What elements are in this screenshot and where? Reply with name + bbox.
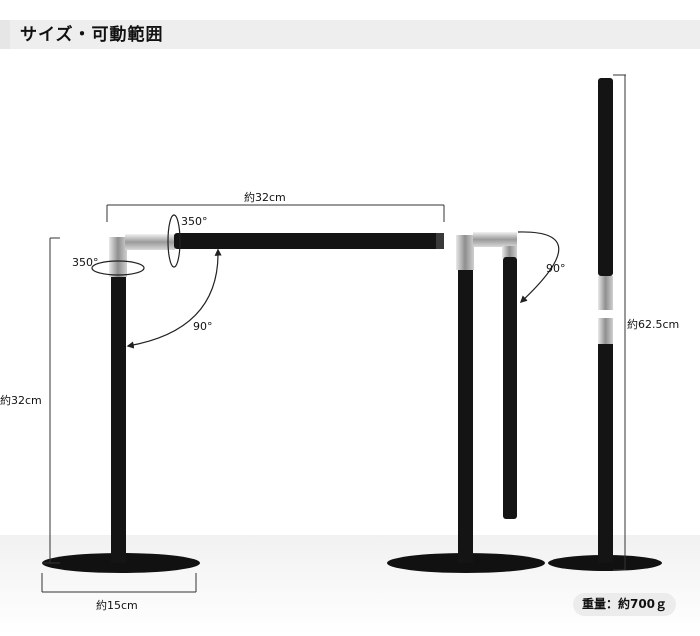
weight-badge: 重量：約700ｇ <box>573 593 676 616</box>
section-header-band <box>0 20 700 49</box>
base-rotation-label: 350° <box>72 256 99 269</box>
side-tilt-label: 90° <box>546 262 566 275</box>
lamp3-pole-lower <box>598 342 613 563</box>
lamp1-arm <box>174 233 444 249</box>
lamp3-mid-joint <box>598 276 613 310</box>
lamp3-lower-joint <box>598 318 613 344</box>
height-label: 約32cm <box>0 393 42 407</box>
base-width-label: 約15cm <box>96 598 138 612</box>
base-width-dimension <box>41 573 197 593</box>
lamp3-upper-arm <box>598 78 613 276</box>
side-tilt-arrow <box>517 231 560 303</box>
arm-length-label: 約32cm <box>244 190 286 204</box>
lamp1-head-metal <box>125 234 175 250</box>
lamp1-joint <box>109 237 127 277</box>
arm-tilt-arrow <box>126 248 222 349</box>
max-height-label: 約62.5cm <box>627 317 679 331</box>
arm-length-dimension <box>106 204 445 222</box>
lamp-folded-view <box>387 232 545 573</box>
section-header-accent <box>0 20 10 49</box>
height-dimension <box>42 237 60 564</box>
lamp-front-view <box>42 233 444 573</box>
lamp2-pole <box>458 268 473 563</box>
lamp1-arm-tip <box>436 233 444 249</box>
section-title: サイズ・可動範囲 <box>20 25 164 45</box>
lamp2-joint <box>456 235 474 270</box>
head-rotation-label: 350° <box>181 215 208 228</box>
lamp2-hanging-joint <box>502 246 517 258</box>
max-height-dimension <box>613 74 626 571</box>
arm-tilt-label: 90° <box>193 320 213 333</box>
lamp2-head-metal <box>473 232 517 247</box>
lamp2-hanging-arm <box>503 257 517 519</box>
lamp1-pole <box>111 276 126 563</box>
lamp-extended-view <box>548 78 662 571</box>
